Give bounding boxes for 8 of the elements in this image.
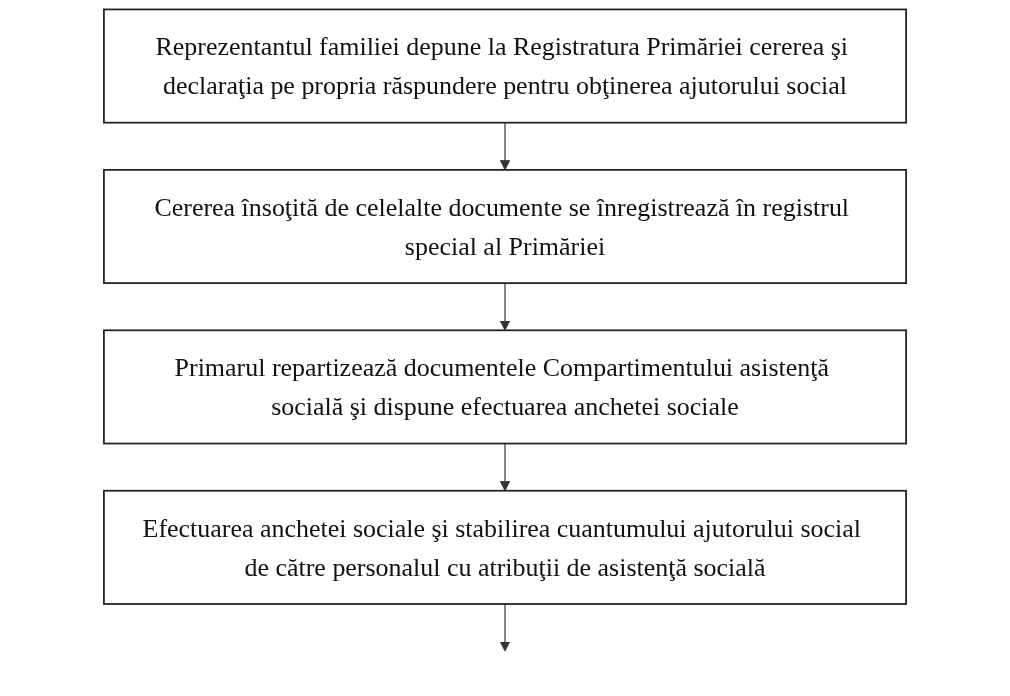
arrow (499, 282, 511, 331)
node-box: Reprezentantul familiei depune la Registratura Primăriei cererea şi declaraţia pe propria răspundere pentru obţinerea ajutorului social (103, 8, 907, 124)
arrow (499, 603, 511, 652)
arrow (499, 122, 511, 171)
node-box: Cererea însoţită de celelalte documente se înregistrează în registrul special al Primăriei (103, 169, 907, 284)
node-box: Efectuarea anchetei sociale şi stabilirea cuantumului ajutorului social de către personalul cu atribuţii de asistenţă socială (103, 489, 907, 605)
node-box: Primarul repartizează documentele Compartimentului asistenţă socială şi dispune efectuarea anchetei sociale (103, 329, 907, 445)
arrow (499, 442, 511, 492)
